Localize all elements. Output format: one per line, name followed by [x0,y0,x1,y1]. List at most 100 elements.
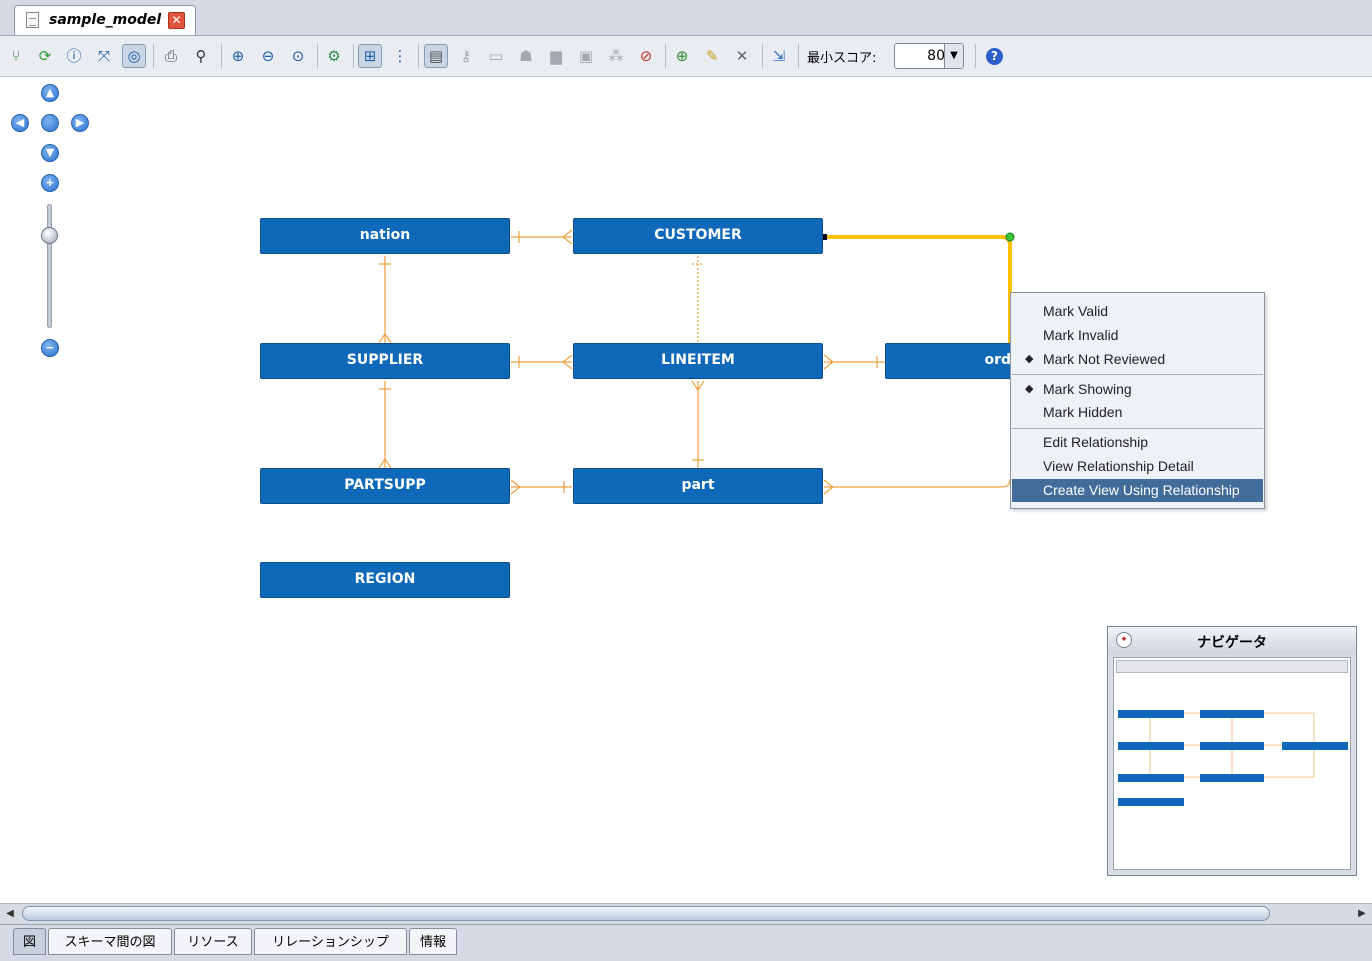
horizontal-scrollbar[interactable]: ◀ ▶ [0,903,1372,924]
minimap-entity-part [1200,774,1264,782]
entity-partsupp[interactable]: PARTSUPP [260,468,510,504]
navigator-overview[interactable] [1113,657,1351,870]
group-icon[interactable]: ▣ [578,47,594,65]
pan-center-icon[interactable] [41,114,59,132]
menu-item-view-relationship-detail[interactable]: View Relationship Detail [1012,455,1263,478]
relationship-part-orders [823,478,1011,495]
tab-relationships[interactable]: リレーションシップ [254,928,407,955]
chevron-down-icon[interactable]: ▼ [944,44,963,68]
document-tab-title: sample_model [49,12,162,28]
entity-customer[interactable]: CUSTOMER [573,218,823,254]
navigator-viewport-indicator[interactable] [1116,660,1348,673]
menu-item-label: Mark Hidden [1043,404,1123,420]
menu-item-edit-relationship[interactable]: Edit Relationship [1012,431,1263,454]
tab-cross-schema-diagram[interactable]: スキーマ間の図 [48,928,172,955]
entity-part[interactable]: part [573,468,823,504]
entity-nation[interactable]: nation [260,218,510,254]
pan-up-icon[interactable]: ▲ [41,84,59,102]
info-icon[interactable]: ⓘ [66,47,82,65]
relationship-supplier-partsupp [378,381,392,469]
key-icon[interactable]: ⚷ [460,47,472,65]
scrollbar-thumb[interactable] [22,906,1270,921]
menu-item-label: View Relationship Detail [1043,458,1194,474]
diamond-check-icon: ◆ [1025,383,1034,395]
min-score-value: 80 [927,48,945,64]
pan-left-icon[interactable]: ◀ [11,114,29,132]
zoom-slider-track[interactable] [47,204,52,328]
refresh-icon[interactable]: ⟳ [38,47,52,65]
menu-item-label: Mark Showing [1043,381,1132,397]
column-icon[interactable]: ▭ [488,47,504,65]
zoom-slider-thumb[interactable] [41,227,58,244]
zoom-in-icon[interactable]: ⊕ [231,47,245,65]
relationship-nation-customer [511,229,573,245]
print-icon[interactable]: ⎙ [164,47,177,65]
minimap-entity-nation [1118,710,1184,718]
tab-diagram[interactable]: 図 [13,928,46,955]
minimap-entity-lineitem [1200,742,1264,750]
entity-lineitem[interactable]: LINEITEM [573,343,823,379]
navigator-toggle-icon[interactable]: ◎ [122,44,146,68]
zoom-out-icon[interactable]: − [41,339,59,357]
diamond-check-icon: ◆ [1025,353,1034,365]
tab-information[interactable]: 情報 [409,928,457,955]
tree-view-icon[interactable]: ⋮ [392,47,408,65]
navigator-title: ナビゲータ [1197,635,1267,651]
document-tab-strip: sample_model ✕ [0,0,1372,36]
relationship-customer-lineitem [692,256,704,343]
menu-item-label: Mark Invalid [1043,327,1119,343]
add-entity-icon[interactable]: ⊕ [675,47,689,65]
navigator-panel: ✦ ナビゲータ [1107,626,1357,876]
entity-orders[interactable]: ord [885,343,1011,379]
zoom-in-icon[interactable]: + [41,174,59,192]
hide-relationship-icon[interactable]: ⊘ [639,47,653,65]
pan-down-icon[interactable]: ▼ [41,144,59,162]
layout-icon[interactable]: ⚙ [327,47,341,65]
close-icon[interactable]: ✕ [168,12,185,29]
minimap-entity-customer [1200,710,1264,718]
help-icon[interactable]: ? [986,48,1003,65]
zoom-out-icon[interactable]: ⊖ [261,47,275,65]
min-score-label: 最小スコア: [807,51,877,66]
relationship-partsupp-part [510,479,572,495]
binoculars-icon[interactable]: ⚲ [195,47,207,65]
fit-to-window-icon[interactable]: ⤧ [97,47,110,65]
zoom-actual-icon[interactable]: ⊙ [291,47,305,65]
tab-resources[interactable]: リソース [174,928,252,955]
navigator-header[interactable]: ✦ ナビゲータ [1108,627,1356,655]
entity-region[interactable]: REGION [260,562,510,598]
scroll-left-icon[interactable]: ◀ [6,908,14,919]
minimap-entity-partsupp [1118,774,1184,782]
menu-item-label: Mark Valid [1043,303,1109,319]
menu-item-label: Mark Not Reviewed [1043,351,1166,367]
entity-supplier[interactable]: SUPPLIER [260,343,510,379]
relationship-context-menu: Mark Valid Mark Invalid ◆ Mark Not Revie… [1010,292,1265,509]
document-view-icon[interactable]: ▤ [424,44,448,68]
minimap-entity-supplier [1118,742,1184,750]
export-icon[interactable]: ⇲ [772,47,786,65]
tree-icon[interactable]: ⑂ [11,47,21,65]
bottom-view-tabs: 図 スキーマ間の図 リソース リレーションシップ 情報 [0,924,1372,961]
relationship-icon[interactable]: ⁂ [608,47,624,65]
menu-item-mark-valid[interactable]: Mark Valid [1012,300,1263,323]
menu-item-create-view-using-relationship[interactable]: Create View Using Relationship [1012,479,1263,502]
diagram-canvas[interactable]: ▲ ◀ ▶ ▼ + − [0,77,1372,903]
pencil-icon[interactable]: ✎ [705,47,719,65]
menu-item-mark-invalid[interactable]: Mark Invalid [1012,324,1263,347]
menu-item-mark-showing[interactable]: ◆ Mark Showing [1012,378,1263,401]
menu-item-mark-not-reviewed[interactable]: ◆ Mark Not Reviewed [1012,348,1263,371]
compass-icon: ✦ [1116,632,1132,648]
document-tab-sample-model[interactable]: sample_model ✕ [14,5,196,35]
pan-right-icon[interactable]: ▶ [71,114,89,132]
folder-icon[interactable]: ▆ [550,47,562,65]
user-icon[interactable]: ☗ [519,47,533,65]
scroll-right-icon[interactable]: ▶ [1358,908,1366,919]
hierarchy-view-icon[interactable]: ⊞ [358,44,382,68]
selected-relationship-customer-orders [823,232,1015,343]
minimap-entity-orders [1282,742,1348,750]
relationship-lineitem-orders [823,354,885,370]
delete-icon[interactable]: ✕ [735,47,749,65]
min-score-dropdown[interactable]: 80 ▼ [894,43,964,69]
menu-item-mark-hidden[interactable]: Mark Hidden [1012,401,1263,424]
relationship-lineitem-part [691,380,705,468]
